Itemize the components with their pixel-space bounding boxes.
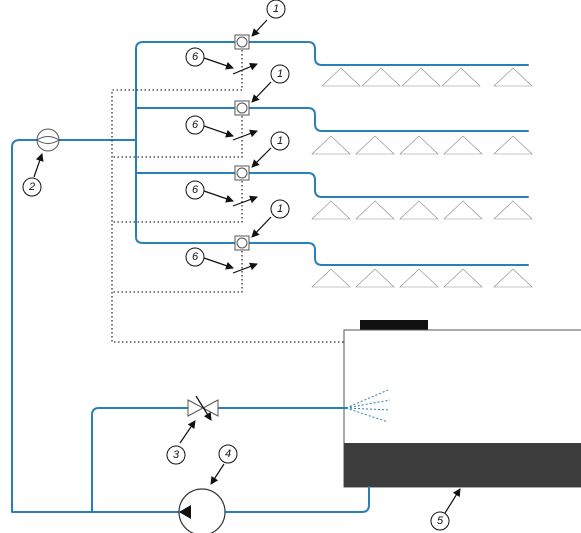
sprinkler-cone [355, 200, 395, 220]
boom-4-nozzles [311, 268, 533, 288]
sprinkler-cone [361, 67, 401, 87]
label-text: 6 [192, 251, 199, 263]
callout-arrow [203, 57, 234, 70]
sprinkler-cone [441, 67, 481, 87]
label-flow-meter: 2 [22, 177, 42, 197]
label-text: 5 [437, 515, 444, 527]
callout-arrows [33, 19, 461, 514]
callout-arrow [203, 257, 234, 270]
manifold-pipe [135, 41, 236, 50]
boom-4-pipe [248, 242, 529, 266]
label-text: 2 [28, 181, 35, 193]
agitator-spray [345, 389, 391, 423]
label-text: 6 [192, 51, 199, 63]
sprinkler-cone [311, 268, 351, 288]
sprinkler-cone [443, 268, 483, 288]
label-valve-1a: 1 [266, 0, 286, 19]
callout-arrow [203, 125, 234, 138]
callout-arrow [251, 147, 272, 168]
signal-line-valve-3 [112, 181, 243, 223]
signal-line-valve-2 [112, 116, 243, 158]
sprinkler-cone [443, 200, 483, 220]
boom-2-pipe [248, 107, 529, 132]
tank-lid [360, 320, 428, 332]
label-bypass-valve: 3 [166, 445, 186, 465]
label-text: 1 [273, 3, 279, 15]
label-text: 1 [277, 135, 283, 147]
callout-labels: 1 1 1 1 6 6 6 6 [22, 0, 450, 531]
section-valve-1 [234, 34, 250, 50]
boom-1-pipe [248, 41, 529, 66]
section-valve-4 [234, 235, 250, 251]
callout-arrow [179, 420, 196, 444]
boom-1-nozzles [321, 67, 533, 87]
actuator-arrow [232, 129, 258, 141]
sprinkler-cone [355, 268, 395, 288]
label-valve-1c: 1 [270, 131, 290, 151]
callout-arrow [210, 463, 225, 485]
sprinkler-cone [321, 67, 361, 87]
flow-meter [36, 128, 60, 152]
sprinkler-cone [493, 135, 533, 155]
actuator-arrow [232, 63, 258, 75]
sprinkler-cone [399, 200, 439, 220]
label-text: 6 [192, 119, 199, 131]
pipe-network [11, 41, 529, 513]
label-valve-1b: 1 [270, 64, 290, 84]
label-text: 1 [277, 203, 283, 215]
sprinkler-cone [401, 67, 441, 87]
label-text: 4 [225, 448, 231, 460]
sprinkler-cone [493, 268, 533, 288]
tank [343, 320, 581, 488]
pump-to-tank-pipe [223, 486, 370, 513]
sprinkler-cone [311, 200, 351, 220]
main-supply-pipe [11, 139, 181, 513]
sprinkler-cone [311, 135, 351, 155]
label-actuator-6a: 6 [185, 47, 205, 67]
label-actuator-6c: 6 [185, 180, 205, 200]
callout-arrow [251, 81, 272, 103]
sprinkler-cone [355, 135, 395, 155]
label-valve-1d: 1 [270, 199, 290, 219]
signal-line-valve-4 [112, 251, 243, 293]
sprinkler-cone [399, 268, 439, 288]
actuators [232, 63, 258, 274]
label-text: 1 [277, 68, 283, 80]
label-actuator-6d: 6 [185, 247, 205, 267]
callout-arrow [444, 488, 461, 514]
label-text: 3 [173, 449, 180, 461]
label-pump: 4 [218, 444, 238, 464]
actuator-arrow [232, 195, 258, 207]
callout-arrow [251, 19, 268, 37]
section-valve-3 [234, 165, 250, 181]
label-text: 6 [192, 184, 199, 196]
callout-arrow [33, 153, 44, 178]
actuator-arrow [232, 262, 258, 274]
callout-arrow [251, 216, 272, 238]
sprinkler-cone [443, 135, 483, 155]
callout-arrow [203, 190, 234, 203]
section-valve-2 [234, 100, 250, 116]
sprinkler-cone [493, 67, 533, 87]
bypass-return-pipe [91, 407, 189, 513]
manifold-vertical-pipe [135, 48, 236, 244]
label-tank: 5 [430, 511, 450, 531]
boom-3-nozzles [311, 200, 533, 220]
label-actuator-6b: 6 [185, 115, 205, 135]
tank-liquid [344, 443, 581, 487]
bypass-valve [187, 395, 219, 421]
control-signal-lines [111, 50, 344, 343]
pump [178, 488, 226, 533]
sprinkler-cone [399, 135, 439, 155]
boom-2-nozzles [311, 135, 533, 155]
boom-3-pipe [248, 172, 529, 198]
sprinkler-cone [493, 200, 533, 220]
signal-line-valve-1 [111, 50, 344, 343]
